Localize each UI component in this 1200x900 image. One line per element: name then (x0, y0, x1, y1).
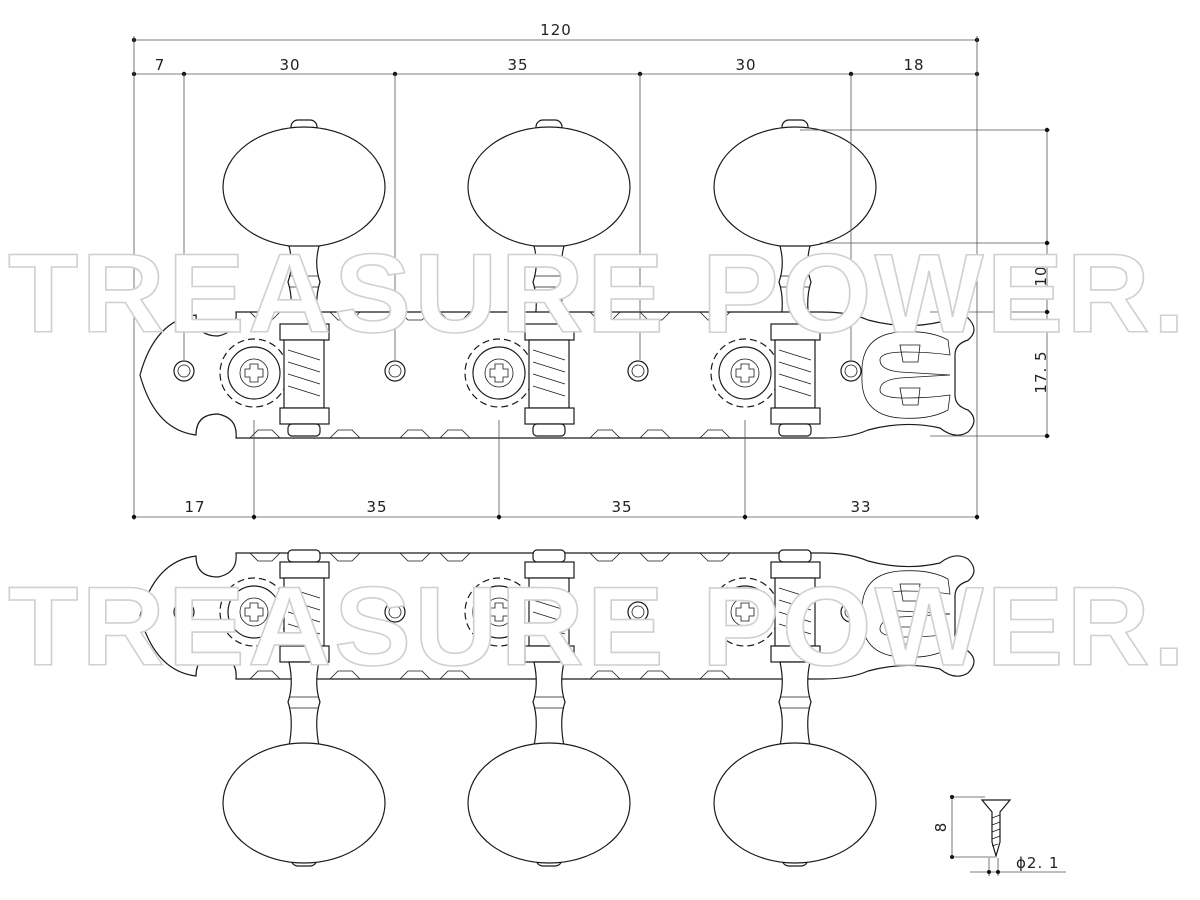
plate-notches-bottom (249, 552, 731, 680)
dimension-labels: 120 7 30 35 30 18 17 35 35 33 10 17. 5 8… (155, 21, 1060, 872)
dim-bottom-1: 17 (184, 498, 205, 516)
dim-bottom-3: 35 (611, 498, 632, 516)
worm-1-top (279, 323, 330, 437)
top-view (139, 119, 975, 439)
knob-2-top (467, 119, 631, 248)
knob-3-bottom (713, 742, 877, 867)
gear-3-bottom (710, 577, 780, 647)
knob-1-bottom (222, 742, 386, 867)
worm-1-bottom (279, 549, 330, 663)
worm-3-top (770, 323, 821, 437)
worm-2-top (524, 323, 575, 437)
dim-top-2: 30 (279, 56, 300, 74)
shaft-1-bottom (287, 661, 321, 747)
dim-knob-height: 10 (1032, 265, 1050, 286)
gear-2-bottom (464, 577, 534, 647)
screw-detail (950, 795, 1066, 876)
dim-bottom-2: 35 (366, 498, 387, 516)
dim-plate-height: 17. 5 (1032, 350, 1050, 393)
worm-2-bottom (524, 549, 575, 663)
dim-top-5: 18 (903, 56, 924, 74)
dim-top-1: 7 (155, 56, 166, 74)
bottom-view (139, 549, 975, 867)
dim-top-3: 35 (507, 56, 528, 74)
knob-2-bottom (467, 742, 631, 867)
lyre-cutouts-top (861, 331, 951, 419)
dimension-lines (131, 36, 1050, 520)
mounting-holes-top (173, 360, 862, 382)
gear-1-bottom (219, 577, 289, 647)
watermark-text-lower: TREASURE POWER. (8, 564, 1188, 689)
knob-1-top (222, 119, 386, 248)
gear-2-top (464, 338, 534, 408)
gear-1-top (219, 338, 289, 408)
dim-screw-length: 8 (932, 822, 950, 833)
watermark: TREASURE POWER. TREASURE POWER. (7, 230, 1188, 690)
knob-3-top (713, 119, 877, 248)
dim-overall-length: 120 (540, 21, 572, 39)
gear-3-top (710, 338, 780, 408)
mounting-holes-bottom (173, 601, 862, 623)
lyre-cutouts-bottom (861, 570, 951, 658)
plate-notches-top (249, 311, 731, 439)
dim-top-4: 30 (735, 56, 756, 74)
dim-bottom-4: 33 (850, 498, 871, 516)
watermark-text-upper: TREASURE POWER. (8, 231, 1188, 356)
dim-screw-diameter: ϕ2. 1 (1016, 854, 1060, 872)
worm-3-bottom (770, 549, 821, 663)
